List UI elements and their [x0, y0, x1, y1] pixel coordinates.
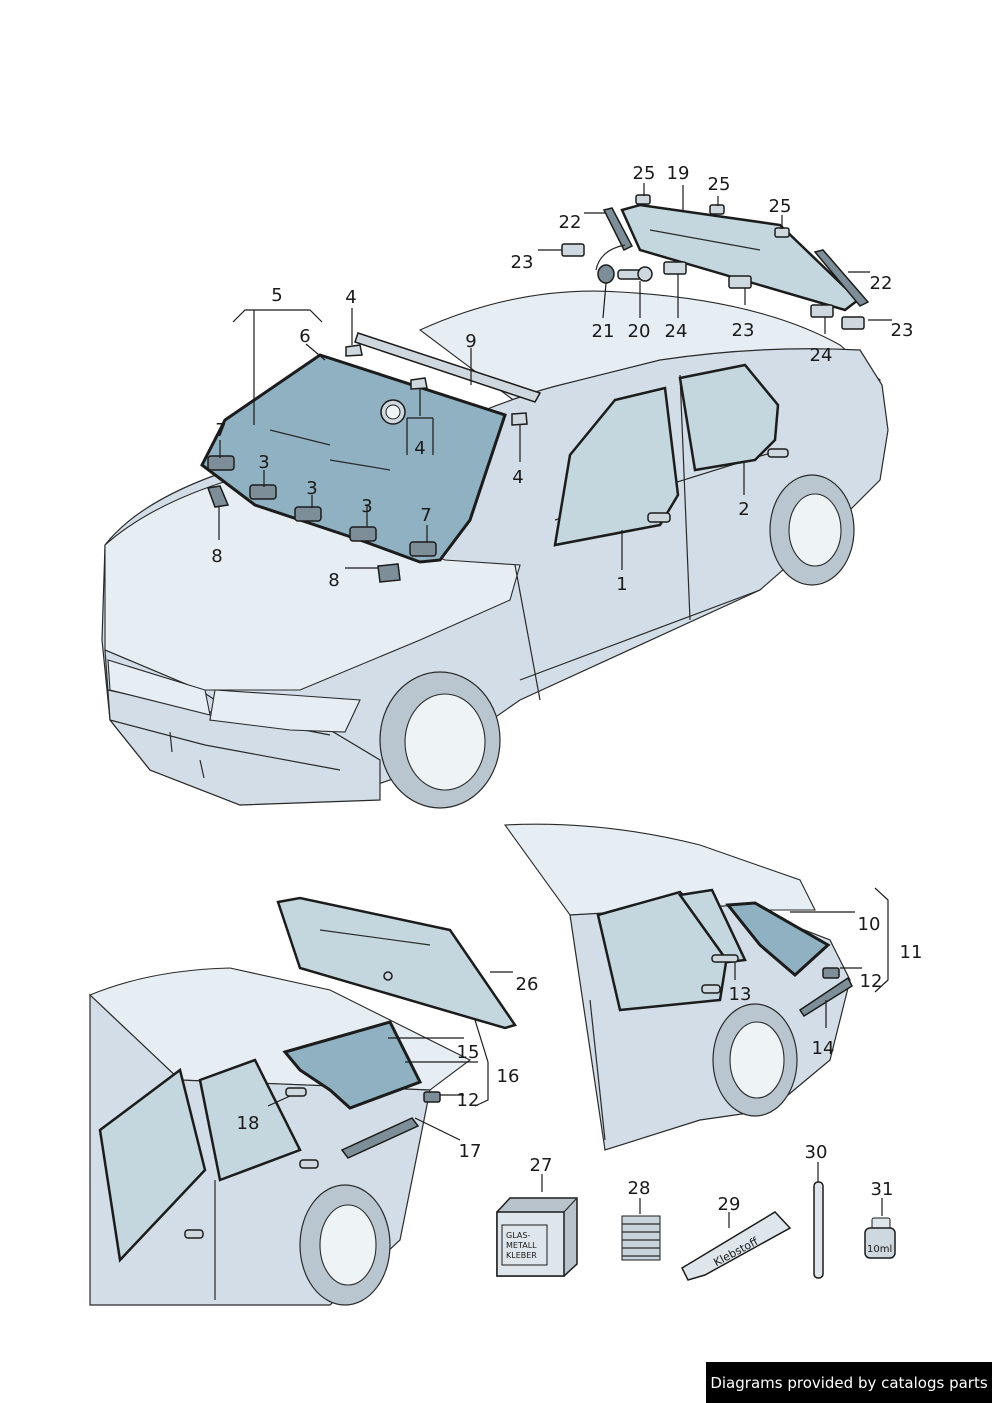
callout-25: 25: [769, 196, 792, 217]
callout-16: 16: [497, 1066, 520, 1087]
windshield-clips: [207, 455, 437, 557]
footer-credit: Diagrams provided by catalogs parts: [706, 1362, 992, 1403]
callout-5: 5: [271, 285, 282, 306]
callout-23: 23: [511, 252, 534, 273]
callout-24: 24: [665, 321, 688, 342]
cord-coil: [621, 1215, 661, 1261]
callout-24: 24: [810, 345, 833, 366]
callout-2: 2: [738, 499, 749, 520]
estate-car-illustration: [89, 896, 517, 1306]
callout-17: 17: [459, 1141, 482, 1162]
box-text-line1: GLAS-: [506, 1231, 530, 1240]
callout-12: 12: [860, 971, 883, 992]
callout-13: 13: [729, 984, 752, 1005]
callout-9: 9: [465, 331, 476, 352]
windshield: [200, 353, 507, 564]
roof-trim-strip: [354, 332, 542, 403]
primer-jar: 10ml: [864, 1217, 896, 1259]
callout-26: 26: [516, 974, 539, 995]
callout-20: 20: [628, 321, 651, 342]
callout-25: 25: [708, 174, 731, 195]
applicator-rod: [813, 1181, 824, 1279]
tailgate-glass: [276, 896, 517, 1030]
leader-lines: [218, 183, 892, 1228]
adhesive-tube: Klebstoff: [681, 1211, 792, 1281]
callout-4: 4: [512, 467, 523, 488]
callout-4: 4: [345, 287, 356, 308]
callout-8: 8: [328, 570, 339, 591]
callout-29: 29: [718, 1194, 741, 1215]
callout-3: 3: [258, 452, 269, 473]
callout-23: 23: [891, 320, 914, 341]
callout-7: 7: [215, 420, 226, 441]
callout-15: 15: [457, 1042, 480, 1063]
callout-19: 19: [667, 163, 690, 184]
callout-labels: 1 2 3 3 3 4 4 4 5 6 7 7 8 8 9 10 11 12 1…: [211, 163, 922, 1215]
callout-4: 4: [414, 438, 425, 459]
callout-3: 3: [361, 496, 372, 517]
sedan-illustration: [101, 194, 889, 809]
callout-28: 28: [628, 1178, 651, 1199]
callout-25: 25: [633, 163, 656, 184]
glass-adhesive-box: GLAS- METALL KLEBER: [496, 1197, 578, 1277]
callout-31: 31: [871, 1179, 894, 1200]
callout-22: 22: [870, 273, 893, 294]
callout-22: 22: [559, 212, 582, 233]
callout-30: 30: [805, 1142, 828, 1163]
callout-12: 12: [457, 1090, 480, 1111]
rear-quarter-illustration: [503, 823, 853, 1151]
spacer-icon: [345, 344, 363, 357]
callout-27: 27: [530, 1155, 553, 1176]
box-text-line2: METALL: [506, 1241, 537, 1250]
callout-11: 11: [900, 942, 923, 963]
callout-10: 10: [858, 914, 881, 935]
callout-6: 6: [299, 326, 310, 347]
callout-7: 7: [420, 505, 431, 526]
callout-3: 3: [306, 478, 317, 499]
callout-18: 18: [237, 1113, 260, 1134]
callout-8: 8: [211, 546, 222, 567]
box-text-line3: KLEBER: [506, 1251, 537, 1260]
jar-text: 10ml: [867, 1244, 892, 1255]
callout-14: 14: [812, 1038, 835, 1059]
callout-1: 1: [616, 574, 627, 595]
callout-21: 21: [592, 321, 615, 342]
callout-23: 23: [732, 320, 755, 341]
